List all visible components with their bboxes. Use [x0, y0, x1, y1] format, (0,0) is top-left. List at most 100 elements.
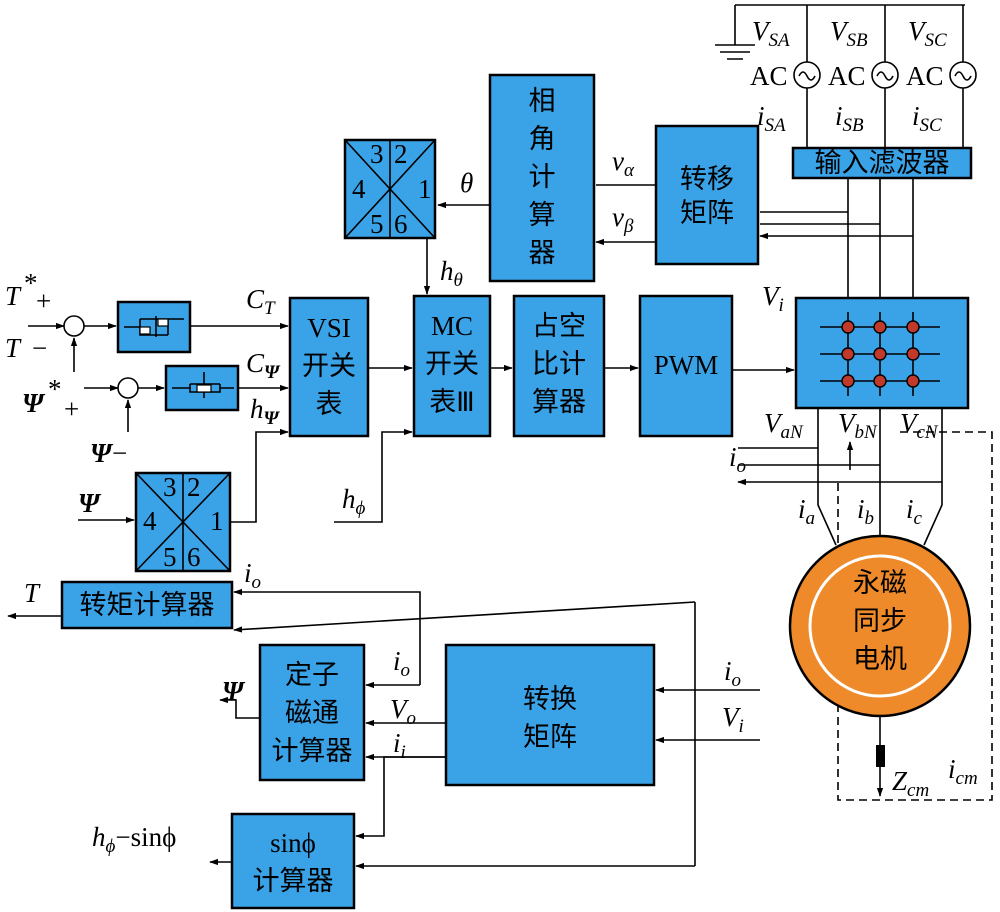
switch-node — [873, 374, 887, 388]
psi-plus-label: + — [64, 394, 79, 424]
i-b-label: ib — [857, 494, 874, 529]
transfer-matrix-line2: 矩阵 — [680, 198, 734, 229]
h-theta-label: hθ — [440, 256, 463, 291]
phase-calc-char-1: 相 — [529, 86, 556, 117]
sector-selector-top: 3 2 4 1 5 6 — [343, 138, 437, 240]
v-alpha-label: vα — [612, 146, 635, 181]
i-o-flux-label: io — [393, 646, 410, 681]
i-a-label: ia — [798, 494, 815, 529]
flux-calc-line3: 计算器 — [272, 736, 353, 767]
c-psi-label: CΨ — [246, 348, 281, 383]
ac-source-group: AC AC AC VSA VSB VSC iSA iSB iSC — [715, 4, 977, 148]
duty-line2: 比计 — [532, 349, 586, 380]
i-o-conv-label: io — [724, 656, 741, 691]
sector-bottom-2: 2 — [187, 472, 201, 502]
motor-line3: 电机 — [853, 644, 907, 675]
theta-label: θ — [460, 168, 473, 198]
sector-bottom-1: 1 — [210, 506, 224, 536]
torque-calc-block — [60, 580, 234, 630]
sector-top-1: 1 — [418, 174, 432, 204]
sector-top-2: 2 — [394, 139, 408, 169]
duty-cycle-calc-block — [512, 294, 606, 438]
v-sb-label: VSB — [830, 16, 868, 51]
switch-node — [906, 347, 920, 361]
mc-line1: MC — [431, 311, 473, 341]
t-output-label: T — [24, 578, 41, 608]
ac-label-c: AC — [906, 61, 944, 91]
v-i-conv-label: Vi — [722, 702, 744, 737]
v-bn-label: VbN — [838, 408, 878, 443]
flux-comparator: Ψ * + Ψ − CΨ — [22, 348, 289, 468]
t-ref-label: T — [5, 281, 22, 311]
c-t-label: CT — [246, 284, 276, 319]
sector-top-4: 4 — [352, 174, 366, 204]
transfer-matrix-line1: 转移 — [680, 164, 734, 195]
phase-calc-char-4: 算 — [529, 200, 556, 231]
t-minus-label: − — [32, 333, 47, 363]
i-cm-label: icm — [948, 754, 978, 789]
mc-switch-table-block — [412, 294, 492, 438]
sector-bottom-3: 3 — [163, 472, 177, 502]
v-i-top-label: Vi — [762, 281, 784, 316]
sin-calc-line2: 计算器 — [253, 866, 334, 897]
h-psi-label: hΨ — [250, 394, 281, 429]
sector-top-3: 3 — [370, 139, 384, 169]
sin-calc-block — [230, 812, 356, 910]
ac-label-b: AC — [828, 61, 866, 91]
switch-node — [841, 374, 855, 388]
conversion-matrix-block — [444, 643, 656, 787]
ac-source-a — [793, 61, 821, 89]
t-star-label: * — [24, 268, 38, 298]
i-c-label: ic — [906, 494, 923, 529]
phase-calc-char-2: 角 — [529, 124, 556, 155]
sector-bottom-6: 6 — [187, 542, 201, 572]
switch-node — [841, 320, 855, 334]
i-o-torque-label: io — [244, 558, 261, 593]
switch-node — [906, 320, 920, 334]
v-an-label: VaN — [764, 408, 804, 443]
psi-minus-label: − — [112, 438, 127, 468]
flux-calc-block — [258, 643, 366, 782]
psi-ref-label: Ψ — [22, 388, 46, 418]
duty-line1: 占空 — [532, 311, 586, 342]
t-plus-label: + — [36, 286, 51, 316]
v-beta-label: vβ — [612, 202, 634, 237]
motor-line1: 永磁 — [853, 568, 907, 599]
ac-label-a: AC — [750, 61, 788, 91]
input-filter-label: 输入滤波器 — [815, 148, 950, 179]
switch-node — [841, 347, 855, 361]
ac-source-b — [871, 61, 899, 89]
sector-bottom-4: 4 — [143, 506, 157, 536]
switch-node — [873, 320, 887, 334]
torque-comparator: T * + T − CT — [5, 268, 289, 372]
input-filter-block — [791, 146, 973, 180]
sector-top-5: 5 — [370, 209, 384, 239]
duty-line3: 算器 — [532, 387, 586, 418]
phase-calc-char-5: 器 — [529, 238, 556, 269]
matrix-converter-block — [794, 296, 970, 410]
v-o-label: Vo — [390, 694, 416, 729]
sin-calc-line1: sinϕ — [270, 828, 316, 858]
psi-star-label: * — [48, 374, 62, 404]
sector-selector-bottom: 3 2 4 1 5 6 — [134, 471, 232, 573]
flux-calc-line2: 磁通 — [285, 698, 339, 729]
psi-input-label: Ψ — [78, 488, 102, 518]
v-sa-label: VSA — [752, 16, 790, 51]
switch-node — [873, 347, 887, 361]
h-phi-sin-label: hϕ−sinϕ — [92, 822, 176, 857]
mc-line3: 表Ⅲ — [429, 387, 475, 418]
i-o-right-label: io — [729, 442, 746, 477]
i-sb-label: iSB — [835, 101, 864, 136]
i-i-label: ii — [393, 728, 406, 763]
vsi-line1: VSI — [307, 313, 351, 343]
sector-top-6: 6 — [394, 209, 408, 239]
switch-node — [906, 374, 920, 388]
v-cn-label: VcN — [900, 408, 939, 443]
phase-angle-calc-block — [488, 73, 596, 283]
vsi-line3: 表 — [316, 389, 343, 420]
h-phi-label: hϕ — [342, 484, 366, 519]
vsi-switch-table-block — [288, 296, 370, 438]
conversion-line2: 矩阵 — [523, 722, 577, 753]
